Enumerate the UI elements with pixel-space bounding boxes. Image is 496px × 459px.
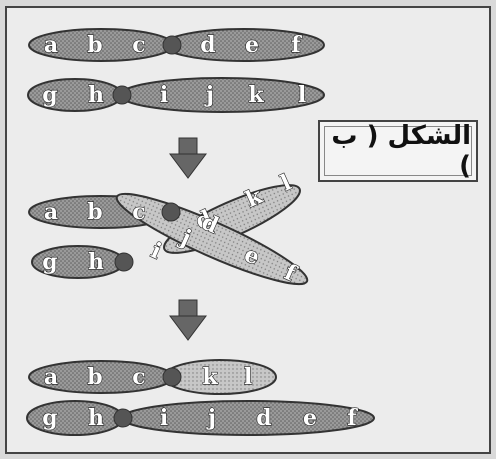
arrow-2 [169, 299, 207, 341]
gene-label: j [204, 82, 214, 108]
gene-label: a [44, 364, 58, 390]
gene-label: e [245, 32, 259, 58]
gene-label: c [132, 364, 145, 390]
gene-label: j [206, 405, 216, 431]
arrow-1 [169, 137, 207, 179]
gene-label: h [88, 82, 104, 108]
gene-label: e [303, 405, 317, 431]
gene-label: b [87, 199, 102, 225]
gene-label: g [42, 405, 57, 431]
gene-label: h [88, 405, 104, 431]
gene-label: k [248, 82, 264, 108]
gene-label: f [347, 405, 358, 431]
gene-label: g [42, 82, 57, 108]
gene-label: k [202, 364, 218, 390]
gene-label: c [132, 32, 145, 58]
gene-label: f [291, 32, 302, 58]
stage1-top-genes: a b c d e f [43, 31, 303, 58]
gene-label: i [160, 405, 168, 431]
figure-label-box: الشكل ( ب ) [318, 120, 478, 182]
stage1-top-chromosome: a b c d e f [28, 28, 325, 62]
gene-label: h [88, 249, 104, 275]
gene-label: d [256, 405, 271, 431]
gene-label: b [87, 32, 102, 58]
gene-label: a [44, 199, 58, 225]
figure-label: الشكل ( ب ) [324, 121, 472, 181]
gene-label: d [200, 32, 215, 58]
gene-label: a [44, 32, 58, 58]
gene-label: c [132, 199, 145, 225]
stage1-bottom-genes: g h i j k l [42, 81, 307, 108]
gene-label: g [42, 249, 57, 275]
gene-label: i [160, 82, 168, 108]
gene-label: l [298, 82, 306, 108]
gene-label: b [87, 364, 102, 390]
stage1-bottom-chromosome: g h i j k l [27, 77, 325, 113]
gene-label: l [244, 364, 252, 390]
